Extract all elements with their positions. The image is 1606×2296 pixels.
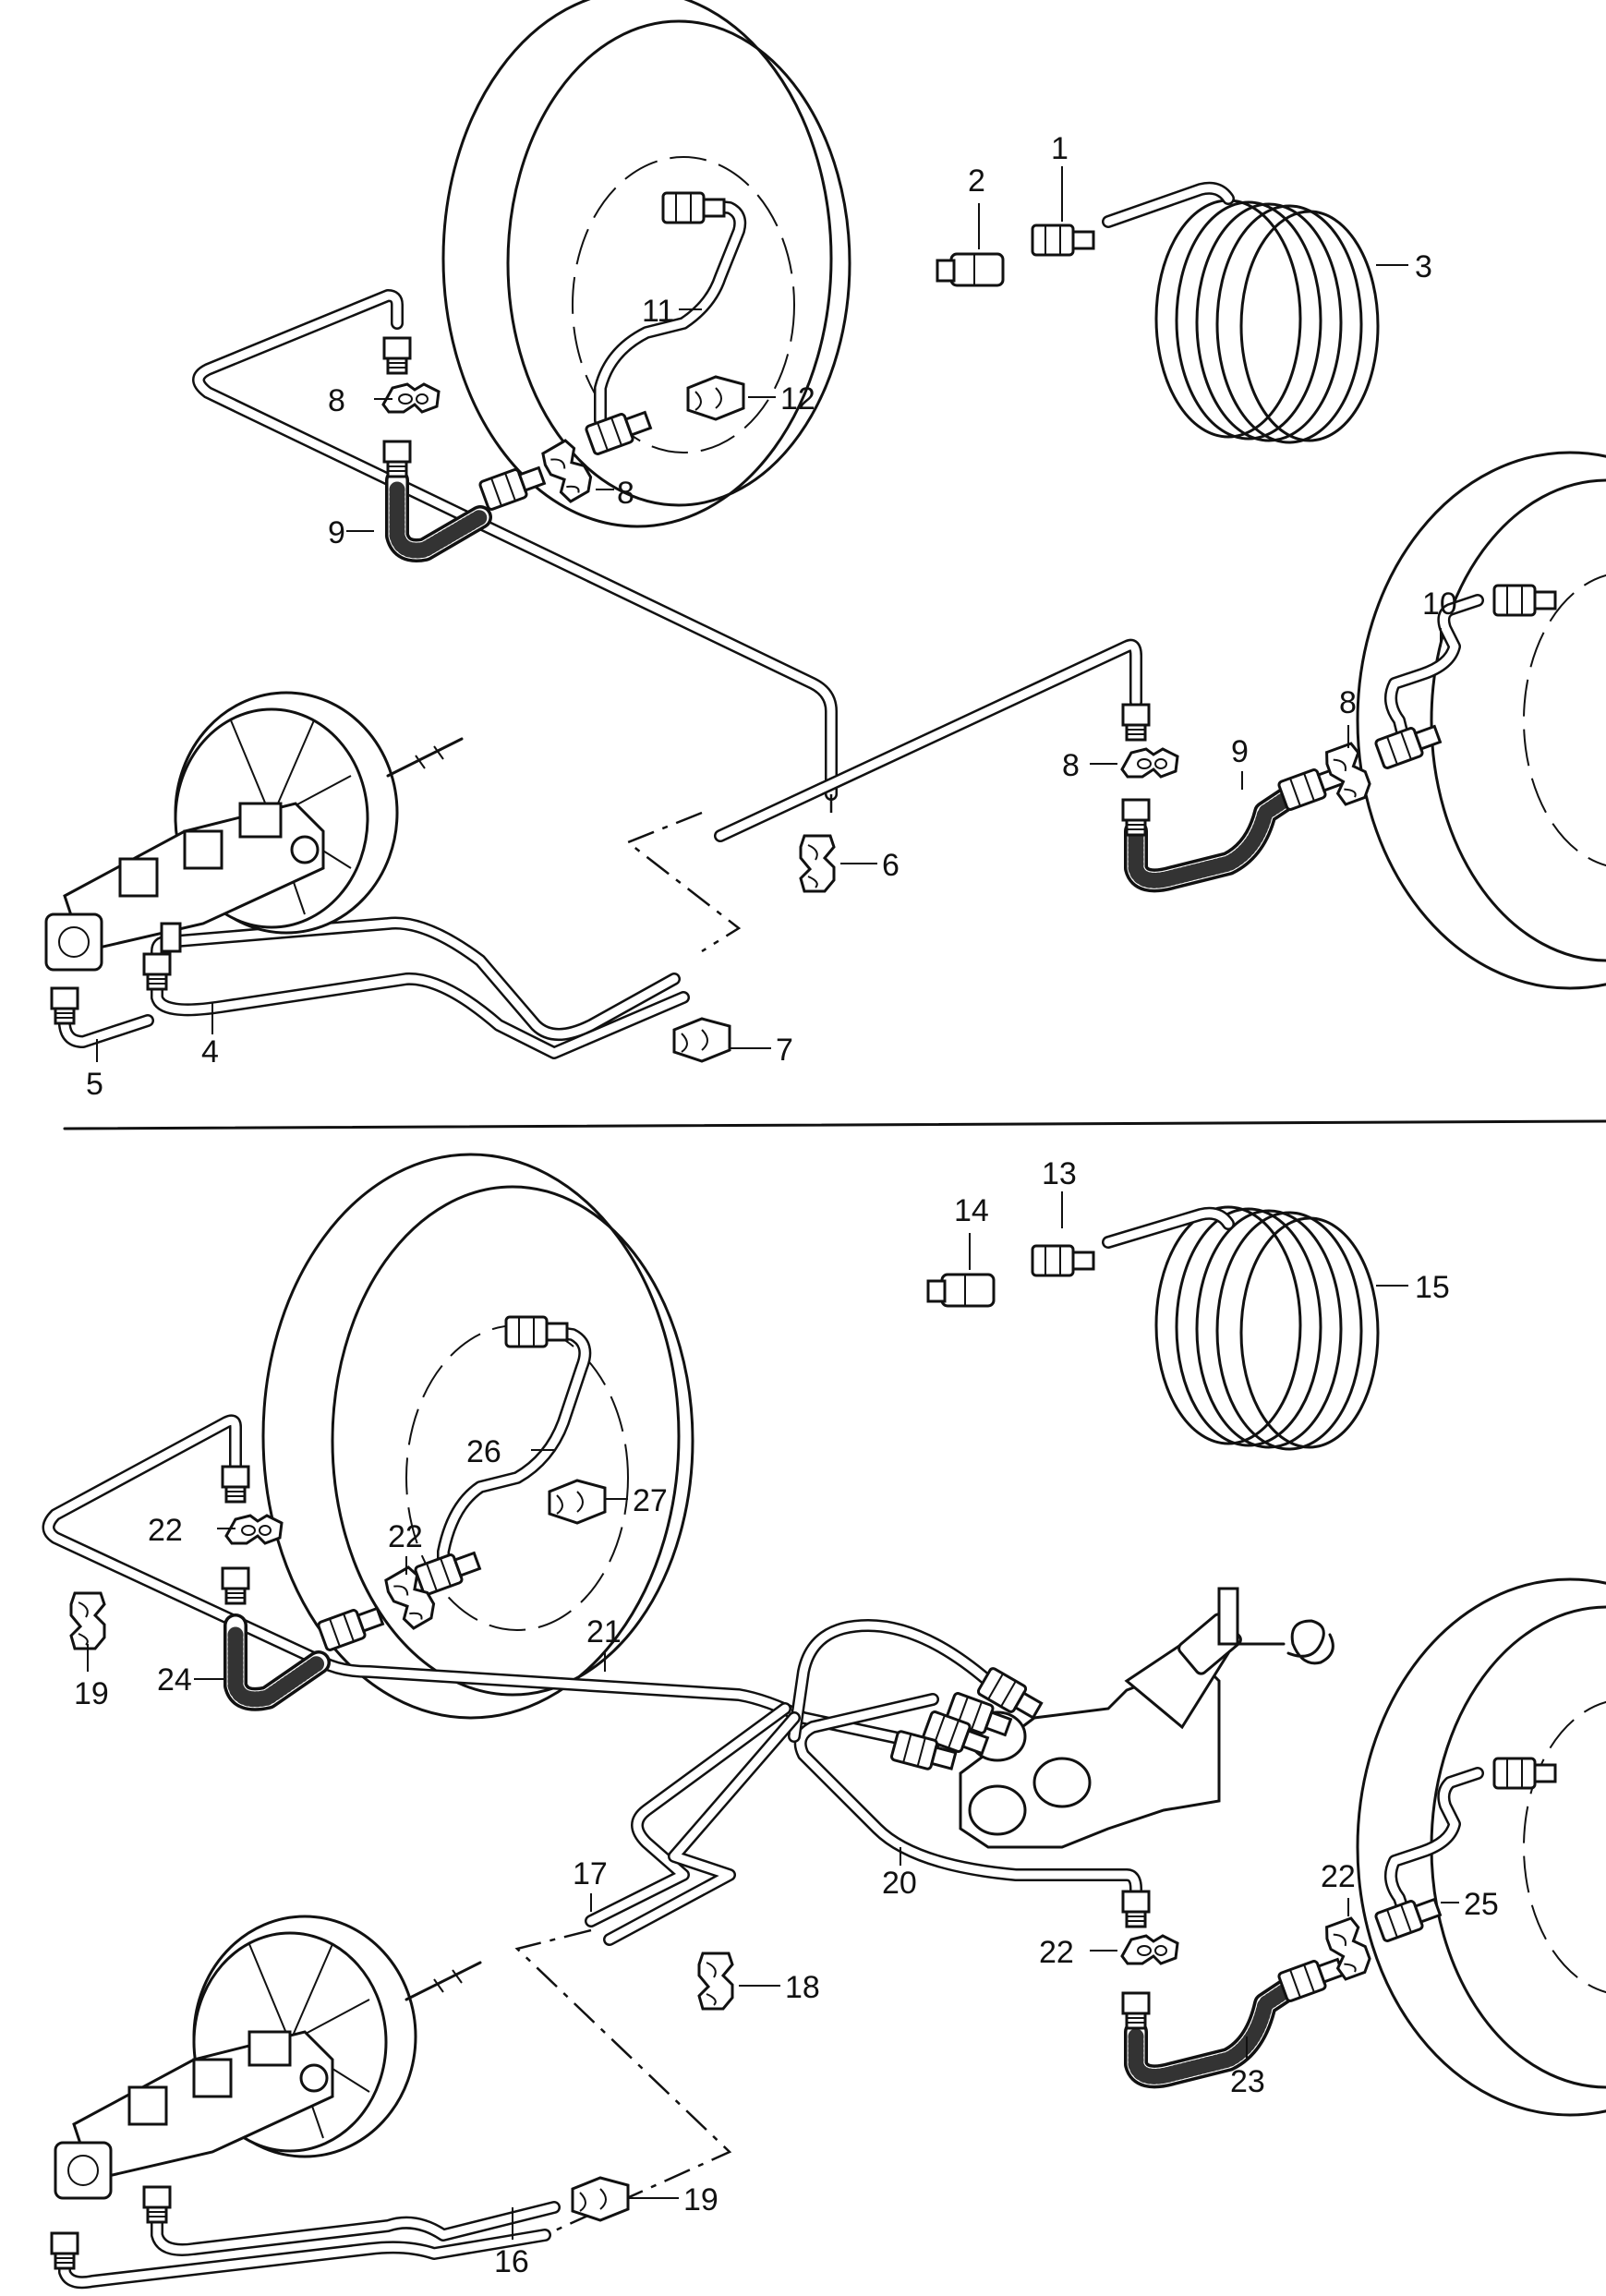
callout-20: 20 xyxy=(882,1866,917,1901)
callout-5: 5 xyxy=(86,1067,103,1102)
callout-17: 17 xyxy=(573,1856,608,1891)
callout-10: 10 xyxy=(1422,586,1457,622)
callout-16: 16 xyxy=(494,2244,529,2279)
section-divider xyxy=(63,1119,1606,1130)
callout-23: 23 xyxy=(1230,2064,1265,2099)
callout-27: 27 xyxy=(633,1483,668,1518)
callout-18: 18 xyxy=(785,1970,820,2005)
callouts-bottom: 13 14 15 16 17 18 19 19 20 21 22 22 22 2… xyxy=(74,1156,1499,2279)
callout-24: 24 xyxy=(157,1662,192,1698)
callout-22-b: 22 xyxy=(388,1519,423,1554)
callout-11: 11 xyxy=(642,294,674,329)
callout-14: 14 xyxy=(954,1193,989,1228)
callout-8-b: 8 xyxy=(617,476,634,511)
callout-6: 6 xyxy=(882,848,900,883)
front-wheel-left-bottom xyxy=(261,1153,694,1720)
callout-12: 12 xyxy=(780,381,815,417)
top-assembly xyxy=(44,0,1606,1063)
callout-7: 7 xyxy=(776,1033,793,1068)
callout-19-a: 19 xyxy=(74,1676,109,1711)
callout-13: 13 xyxy=(1042,1156,1077,1191)
leader-lines xyxy=(87,166,1459,2240)
callouts-top: 1 2 3 4 5 6 7 8 8 8 8 9 9 10 11 12 xyxy=(86,131,1457,1102)
callout-8-d: 8 xyxy=(1339,685,1357,720)
callout-21: 21 xyxy=(586,1614,622,1649)
callout-25: 25 xyxy=(1464,1887,1499,1922)
rear-wheel-right xyxy=(1356,451,1606,990)
callout-4: 4 xyxy=(201,1034,219,1069)
callout-9-b: 9 xyxy=(1231,734,1249,769)
callout-1: 1 xyxy=(1051,131,1069,166)
pressure-regulator xyxy=(889,1587,1334,1849)
callout-8-a: 8 xyxy=(328,383,345,418)
callout-9-a: 9 xyxy=(328,515,345,550)
brake-line-long xyxy=(58,289,1142,1059)
callout-3: 3 xyxy=(1415,249,1432,284)
callout-8-c: 8 xyxy=(1062,748,1080,783)
bottom-assembly xyxy=(42,1153,1606,2290)
callout-22-c: 22 xyxy=(1039,1935,1074,1970)
front-wheel-left xyxy=(441,0,851,528)
callout-19-b: 19 xyxy=(683,2182,718,2217)
callout-26: 26 xyxy=(466,1434,501,1469)
callout-2: 2 xyxy=(968,163,985,199)
callout-22-d: 22 xyxy=(1321,1859,1356,1894)
rear-wheel-right-bottom xyxy=(1356,1577,1606,2117)
callout-22-a: 22 xyxy=(148,1513,183,1548)
callout-15: 15 xyxy=(1415,1270,1450,1305)
